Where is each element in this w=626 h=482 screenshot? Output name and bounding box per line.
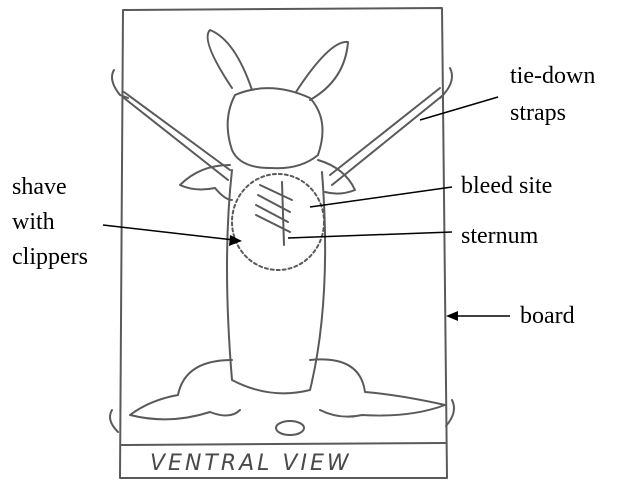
caption-ventral-view: VENTRAL VIEW (150, 451, 352, 476)
arrowhead-shave (229, 235, 242, 246)
left-ear (208, 30, 252, 90)
label-clippers: clippers (12, 243, 88, 271)
hind-leg-right (310, 359, 445, 416)
arrow-shave (103, 225, 234, 240)
arrow-tie-down (420, 97, 498, 120)
label-shave: shave (12, 173, 67, 201)
arrow-bleed-site (310, 187, 452, 207)
shaved-area (232, 174, 324, 270)
arrowhead-board (446, 311, 458, 321)
right-ear (296, 42, 348, 100)
sternum-marks (256, 182, 292, 245)
strap-right-line-2 (332, 96, 442, 185)
strap-right-line (330, 88, 440, 175)
hind-leg-left (130, 360, 240, 419)
label-bleed-site: bleed site (461, 172, 552, 200)
front-leg-left (180, 165, 232, 200)
strap-bottom-left (110, 410, 118, 432)
label-tie-down: tie-down (510, 62, 595, 90)
head (228, 88, 323, 168)
arrow-sternum (288, 232, 452, 238)
label-with: with (12, 208, 55, 236)
label-sternum: sternum (461, 222, 538, 250)
label-straps: straps (510, 99, 566, 127)
strap-left-line (124, 92, 230, 170)
tail (276, 421, 304, 435)
label-board: board (520, 302, 575, 330)
caption-divider (121, 443, 446, 445)
